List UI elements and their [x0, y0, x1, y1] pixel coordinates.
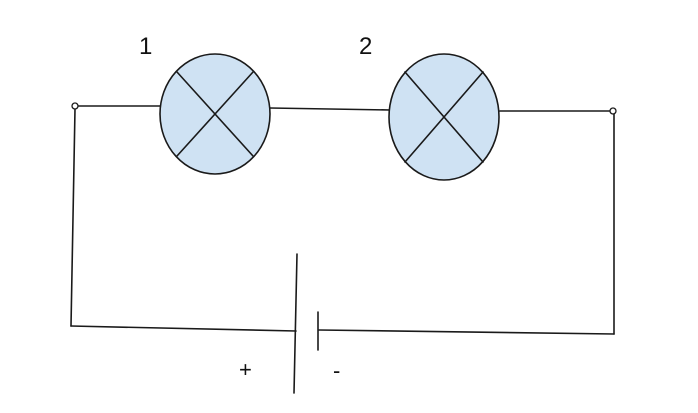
wires [70, 105, 615, 335]
lamp-1-cross-line-b [176, 71, 254, 157]
wire-left-vertical [70, 108, 76, 327]
battery [293, 253, 319, 394]
battery-long-plate [293, 253, 298, 394]
left-terminal [71, 102, 79, 110]
wire-battery-to-bottom-right [318, 329, 615, 335]
battery-negative-label: - [333, 358, 340, 383]
lamp-2 [388, 53, 500, 181]
lamp-1-label: 1 [139, 33, 152, 60]
lamp-2-label: 2 [359, 33, 372, 60]
wire-lamp-1-to-lamp-2 [269, 107, 391, 111]
lamp-2-cross-line-b [404, 71, 484, 163]
battery-positive-label: + [239, 357, 252, 382]
lamp-1 [159, 53, 271, 175]
wire-bottom-left-to-battery [70, 325, 297, 332]
right-terminal [609, 107, 617, 115]
